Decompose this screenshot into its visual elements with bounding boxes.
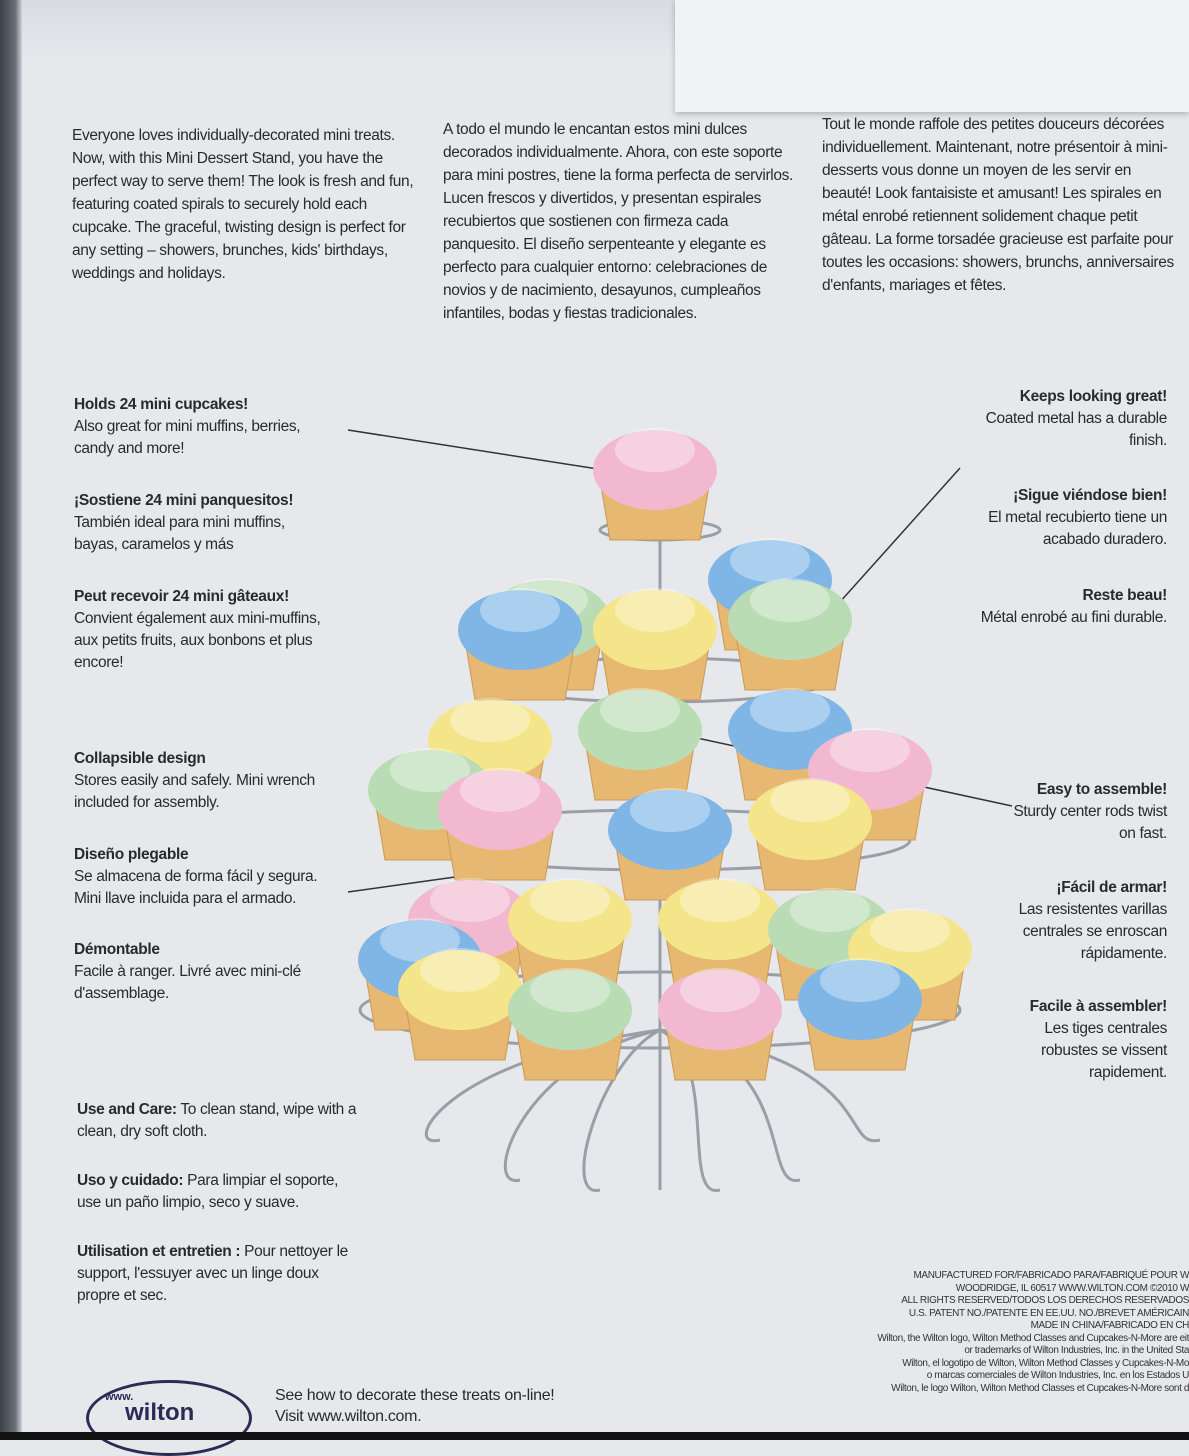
cupcake — [658, 968, 782, 1081]
tier-ring — [358, 970, 962, 1050]
legal-text: MANUFACTURED FOR/FABRICADO PARA/FABRIQUÉ… — [877, 1270, 1189, 1394]
cupcake — [578, 688, 702, 801]
cupcake — [728, 578, 852, 691]
feature-sigue: ¡Sigue viéndose bien!El metal recubierto… — [988, 487, 1167, 548]
intro-english: Everyone loves individually-decorated mi… — [72, 127, 414, 282]
box-flap — [675, 0, 1189, 112]
care-english: Use and Care: To clean stand, wipe with … — [77, 1101, 357, 1140]
feature-reste-beau: Reste beau!Métal enrobé au fini durable. — [980, 587, 1168, 626]
online-line1: See how to decorate these treats on-line… — [275, 1387, 555, 1404]
feature-easy-assemble: Easy to assemble!Sturdy center rods twis… — [1013, 781, 1167, 842]
feature-facile-assembler: Facile à assembler!Les tiges centrales r… — [1029, 998, 1168, 1081]
feature-facil-armar: ¡Fácil de armar!Las resistentes varillas… — [1018, 879, 1168, 962]
feature-sostiene: ¡Sostiene 24 mini panquesitos!También id… — [74, 492, 294, 553]
box-shadow-top — [22, 0, 682, 60]
logo-www: www. — [105, 1391, 134, 1403]
cupcake — [438, 768, 562, 881]
online-line2[interactable]: Visit www.wilton.com. — [275, 1408, 422, 1425]
cupcake — [508, 968, 632, 1081]
cupcake — [748, 778, 872, 891]
photo-bottom-edge — [0, 1432, 1189, 1440]
intro-french: Tout le monde raffole des petites douceu… — [822, 116, 1174, 294]
cupcake — [593, 588, 717, 701]
box-left-edge — [0, 0, 22, 1440]
cupcake — [398, 948, 522, 1061]
online-note: See how to decorate these treats on-line… — [275, 1385, 555, 1427]
cupcake — [458, 588, 582, 701]
feature-peut-recevoir: Peut recevoir 24 mini gâteaux!Convient é… — [74, 588, 321, 671]
intro-spanish: A todo el mundo le encantan estos mini d… — [443, 121, 793, 322]
cupcake — [593, 428, 717, 541]
cupcake — [798, 958, 922, 1071]
feature-keeps-looking: Keeps looking great!Coated metal has a d… — [985, 388, 1168, 449]
care-french: Utilisation et entretien : Pour nettoyer… — [77, 1243, 348, 1304]
callout-line-holds — [347, 429, 631, 475]
care-spanish: Uso y cuidado: Para limpiar el soporte, … — [77, 1172, 339, 1211]
feature-holds: Holds 24 mini cupcakes!Also great for mi… — [74, 396, 301, 457]
stand-leg — [582, 1028, 661, 1192]
wilton-logo[interactable]: www. wilton — [86, 1380, 252, 1456]
logo-name: wilton — [125, 1399, 195, 1426]
